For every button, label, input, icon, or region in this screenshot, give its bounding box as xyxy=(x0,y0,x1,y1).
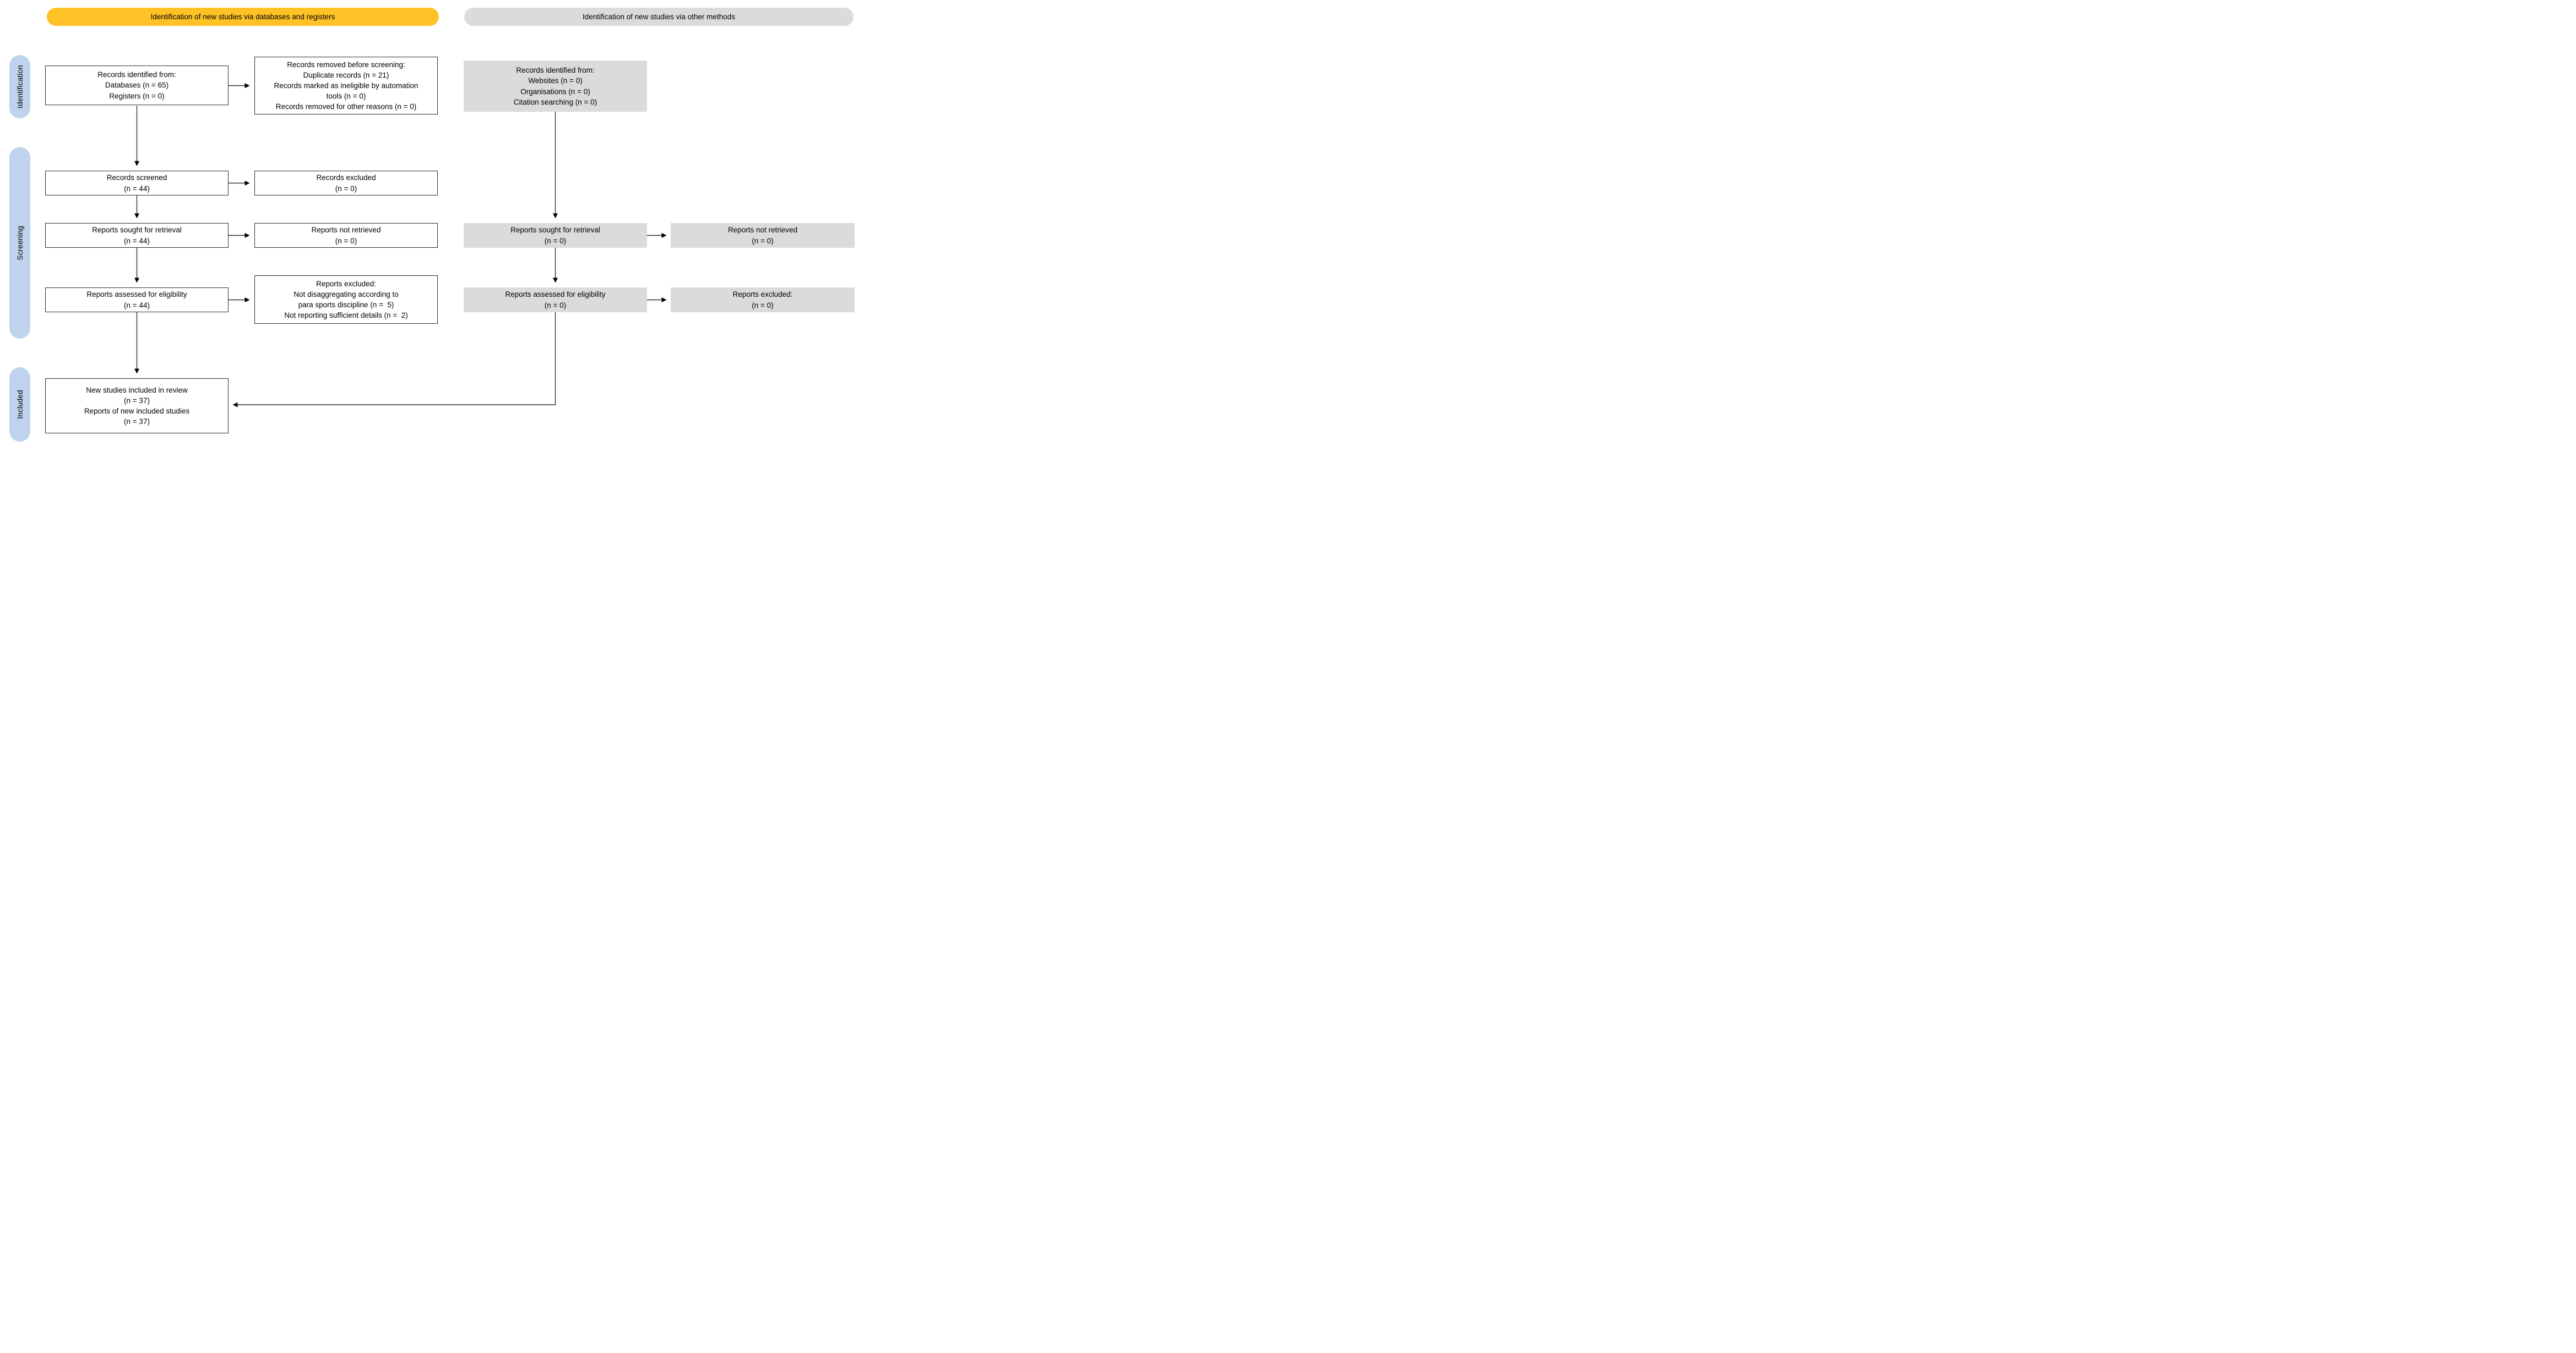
box-other-reports-excluded: Reports excluded: (n = 0) xyxy=(671,287,855,312)
box-other-reports-assessed: Reports assessed for eligibility (n = 0) xyxy=(464,287,647,312)
box-reports-excluded-reasons: Reports excluded: Not disaggregating acc… xyxy=(254,275,438,324)
box-records-removed-before-screening: Records removed before screening: Duplic… xyxy=(254,57,438,115)
banner-databases-registers: Identification of new studies via databa… xyxy=(47,8,439,26)
stage-identification: Identification xyxy=(9,55,30,118)
stage-identification-label: Identification xyxy=(15,65,24,108)
stage-included-label: Included xyxy=(15,390,24,419)
stage-screening-label: Screening xyxy=(15,225,24,260)
box-records-screened: Records screened (n = 44) xyxy=(45,171,229,195)
stage-included: Included xyxy=(9,367,30,442)
prisma-flow-diagram: Identification of new studies via databa… xyxy=(0,0,858,451)
box-records-identified-databases: Records identified from: Databases (n = … xyxy=(45,66,229,105)
box-records-identified-other: Records identified from: Websites (n = 0… xyxy=(464,61,647,112)
box-reports-sought: Reports sought for retrieval (n = 44) xyxy=(45,223,229,248)
box-records-excluded: Records excluded (n = 0) xyxy=(254,171,438,195)
box-other-reports-not-retrieved: Reports not retrieved (n = 0) xyxy=(671,223,855,248)
banner-other-methods: Identification of new studies via other … xyxy=(464,8,854,26)
box-new-studies-included: New studies included in review (n = 37) … xyxy=(45,378,229,433)
box-other-reports-sought: Reports sought for retrieval (n = 0) xyxy=(464,223,647,248)
box-reports-assessed: Reports assessed for eligibility (n = 44… xyxy=(45,287,229,312)
box-reports-not-retrieved: Reports not retrieved (n = 0) xyxy=(254,223,438,248)
stage-screening: Screening xyxy=(9,147,30,339)
